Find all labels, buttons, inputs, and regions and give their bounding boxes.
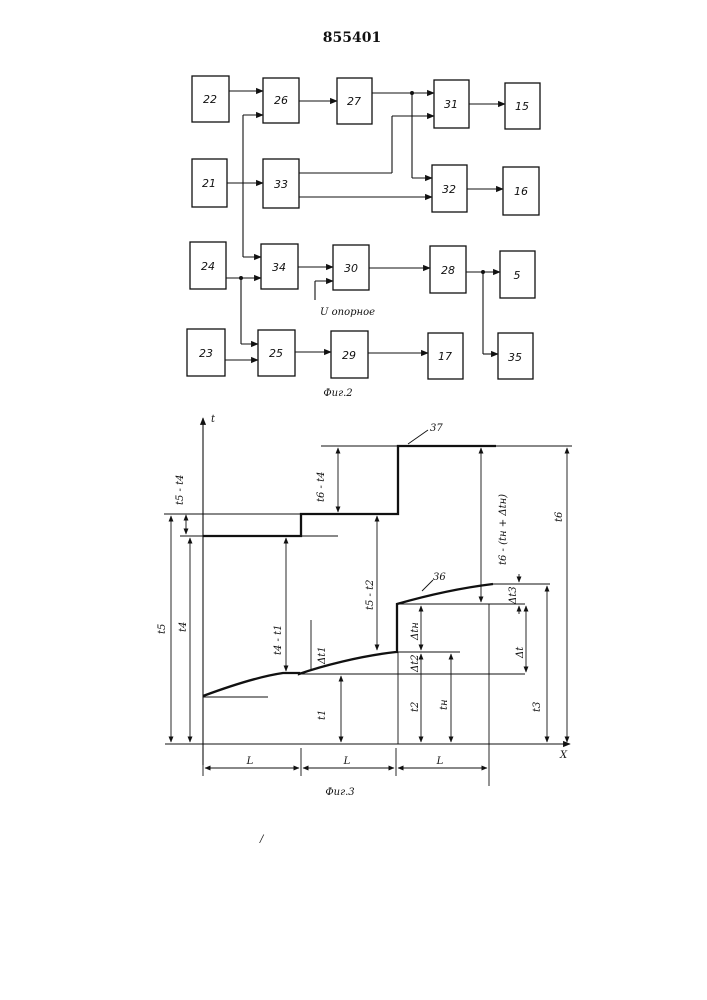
block-33-label: 33 [274,178,288,191]
block-24-label: 24 [201,260,215,273]
label-dtn: Δtн [410,622,421,641]
block-29-label: 29 [342,349,356,362]
t-axis-label: t [211,414,216,425]
label-tn: tн [439,699,450,710]
label-t4-minus-t1: t4 - t1 [273,625,284,656]
curve-37-label: 37 [430,423,443,434]
block-5-label: 5 [514,269,521,282]
block-17-label: 17 [438,350,452,363]
fig3-graph: t X [157,414,572,798]
curve-36-label: 36 [433,572,446,583]
fig3-caption: Фиг.3 [325,787,354,798]
block-22-label: 22 [203,93,217,106]
label-t1: t1 [317,710,328,720]
segment-L-3: L [436,756,444,767]
label-t6-minus-t4: t6 - t4 [316,472,327,503]
stray-mark: / [259,834,265,845]
label-dt1: Δt1 [317,646,328,665]
fig2-block-diagram: 22 26 27 31 15 21 33 32 16 24 34 30 28 5… [187,76,540,399]
block-34-label: 34 [272,261,286,274]
label-dt: Δt [515,646,526,659]
label-t4: t4 [178,622,189,632]
label-t5: t5 [157,624,168,634]
block-26-label: 26 [274,94,288,107]
x-axis-label: X [559,750,568,761]
label-t3: t3 [532,702,543,712]
segment-L-1: L [246,756,254,767]
block-23-label: 23 [199,347,213,360]
curve-36 [203,584,493,696]
block-27-label: 27 [347,95,361,108]
block-21-label: 21 [202,177,216,190]
u-reference-label: U опорное [320,307,375,318]
patent-number: 855401 [323,30,381,46]
block-28-label: 28 [441,264,455,277]
block-31-label: 31 [444,98,458,111]
segment-L-2: L [343,756,351,767]
label-dt2: Δt2 [410,654,421,673]
fig2-caption: Фиг.2 [323,388,352,399]
fig2-connections [225,91,505,360]
label-dt3: Δt3 [508,586,519,605]
label-t5-minus-t2: t5 - t2 [365,580,376,611]
block-16-label: 16 [514,185,528,198]
curve-37 [203,446,496,536]
label-t6: t6 [554,511,565,522]
label-t2: t2 [410,702,421,712]
block-32-label: 32 [442,183,456,196]
label-t6-minus-tn-dtn: t6 - (tн + Δtн) [498,494,509,565]
block-25-label: 25 [269,347,283,360]
label-t5-minus-t4: t5 - t4 [175,475,186,506]
block-15-label: 15 [515,100,529,113]
block-35-label: 35 [508,351,522,364]
block-30-label: 30 [344,262,358,275]
